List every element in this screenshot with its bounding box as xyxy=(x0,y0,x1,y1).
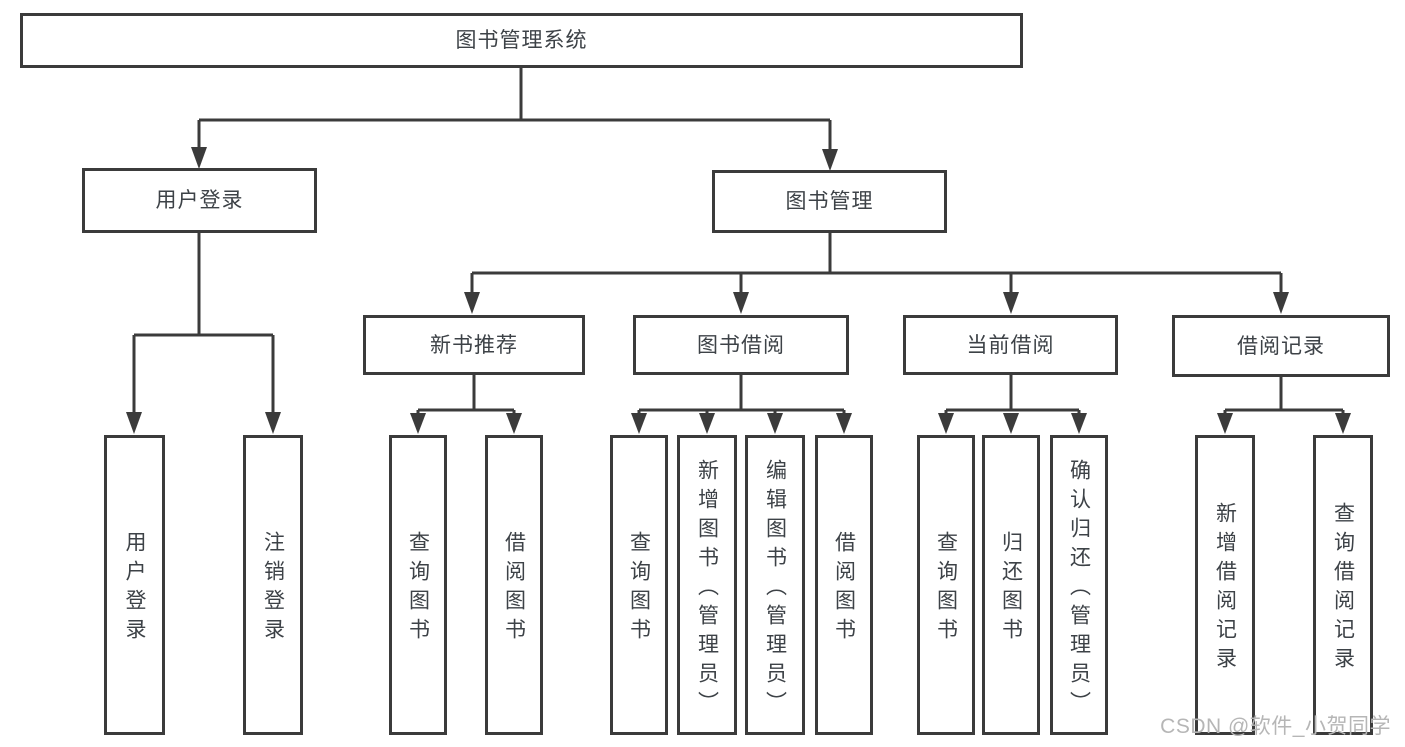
node-label: 查询图书 xyxy=(406,531,430,647)
leaf-edit-book-admin: 编辑图书（管理员） xyxy=(745,435,805,735)
node-label: 用户登录 xyxy=(155,189,244,212)
leaf-user-login: 用户登录 xyxy=(104,435,165,735)
node-label: 编辑图书（管理员） xyxy=(763,458,787,720)
leaf-borrow-books-recommend: 借阅图书 xyxy=(485,435,543,735)
node-label: 新增借阅记录 xyxy=(1213,502,1237,676)
leaf-confirm-return-admin: 确认归还（管理员） xyxy=(1050,435,1108,735)
node-current-borrowing: 当前借阅 xyxy=(903,315,1118,375)
node-label: 图书借阅 xyxy=(697,333,785,357)
node-label: 图书管理 xyxy=(785,190,874,213)
node-label: 查询图书 xyxy=(627,531,651,647)
node-book-management: 图书管理 xyxy=(712,170,947,233)
node-label: 查询借阅记录 xyxy=(1331,502,1355,676)
node-label: 新书推荐 xyxy=(430,333,518,357)
node-label: 注销登录 xyxy=(261,531,285,647)
node-label: 借阅图书 xyxy=(832,531,856,647)
node-book-management-system: 图书管理系统 xyxy=(20,13,1023,68)
leaf-add-borrow-record: 新增借阅记录 xyxy=(1195,435,1255,735)
node-label: 确认归还（管理员） xyxy=(1067,458,1091,720)
leaf-query-books-borrowing: 查询图书 xyxy=(610,435,668,735)
node-label: 用户登录 xyxy=(123,531,146,647)
node-new-book-recommendation: 新书推荐 xyxy=(363,315,585,375)
node-label: 当前借阅 xyxy=(966,333,1055,357)
leaf-return-books: 归还图书 xyxy=(982,435,1040,735)
csdn-watermark: CSDN @软件_小贺同学 xyxy=(1160,715,1391,738)
leaf-query-borrow-record: 查询借阅记录 xyxy=(1313,435,1373,735)
node-book-borrowing: 图书借阅 xyxy=(633,315,849,375)
leaf-borrow-books-borrowing: 借阅图书 xyxy=(815,435,873,735)
node-label: 图书管理系统 xyxy=(455,29,588,52)
leaf-query-books-current: 查询图书 xyxy=(917,435,975,735)
node-label: 查询图书 xyxy=(934,531,958,647)
node-label: 新增图书（管理员） xyxy=(695,458,719,720)
node-label: 归还图书 xyxy=(999,531,1023,647)
node-borrowing-records: 借阅记录 xyxy=(1172,315,1390,377)
node-label: 借阅记录 xyxy=(1237,334,1325,358)
leaf-logout: 注销登录 xyxy=(243,435,303,735)
leaf-query-books-recommend: 查询图书 xyxy=(389,435,447,735)
leaf-add-book-admin: 新增图书（管理员） xyxy=(677,435,737,735)
node-label: 借阅图书 xyxy=(502,531,526,647)
node-user-login: 用户登录 xyxy=(82,168,317,233)
